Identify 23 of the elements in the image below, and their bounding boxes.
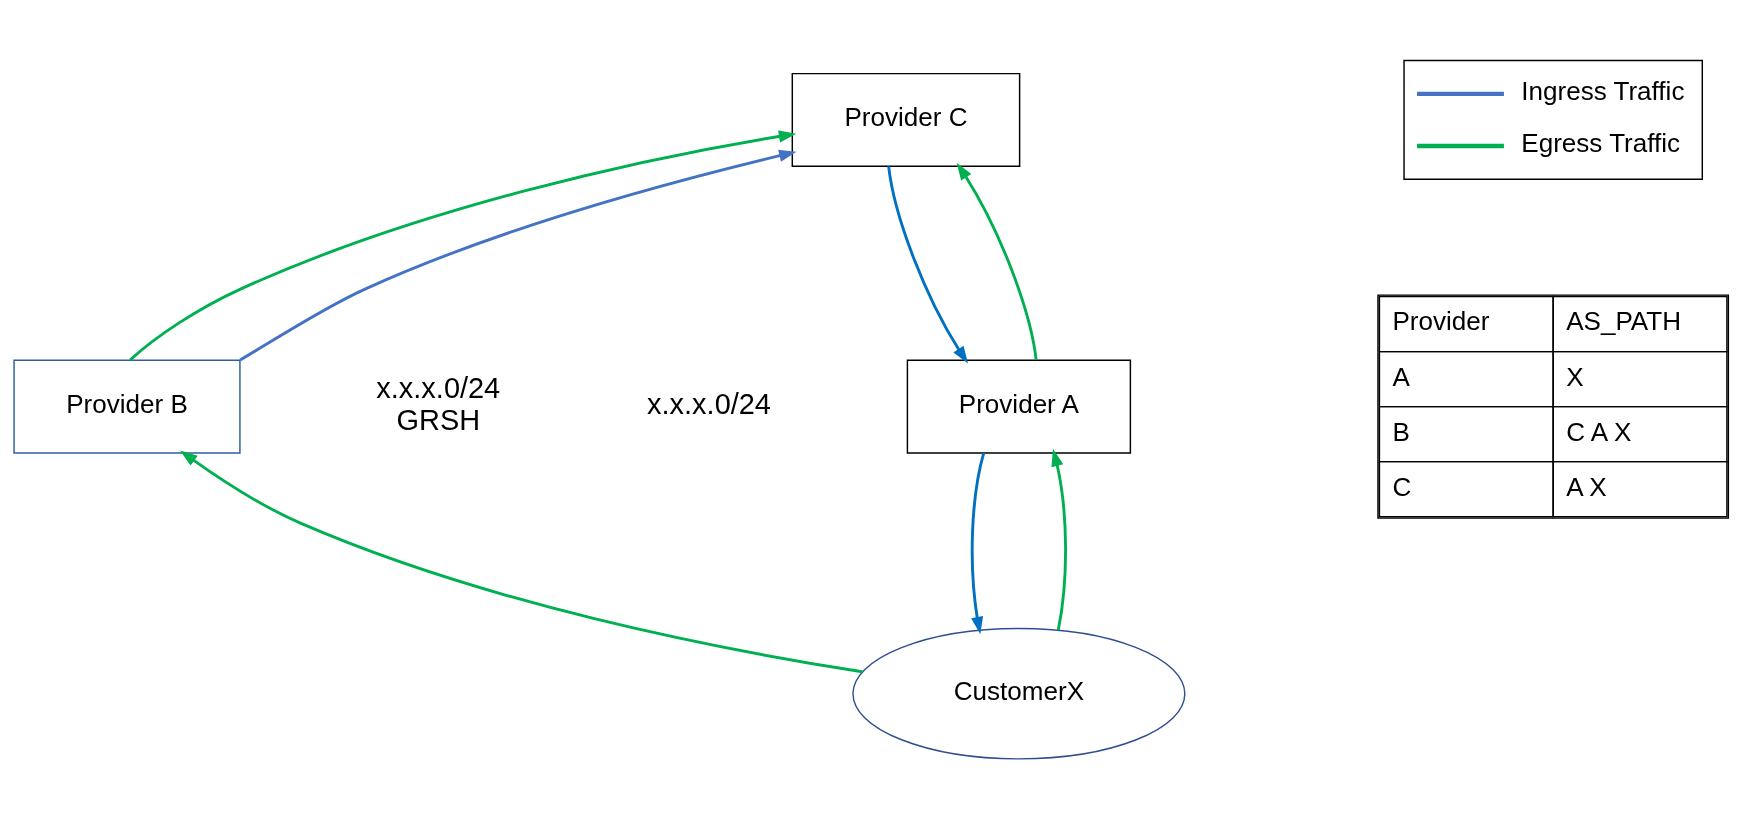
label: AS_PATH <box>1566 305 1682 336</box>
arrow <box>887 165 969 364</box>
arrow <box>1051 448 1067 630</box>
arrow <box>956 162 1038 360</box>
label: B <box>1392 416 1410 447</box>
label: Provider <box>1392 305 1490 336</box>
arrow <box>239 149 797 361</box>
legend-label: Ingress Traffic <box>1521 75 1685 106</box>
arrow <box>129 129 797 361</box>
label: A X <box>1566 471 1607 502</box>
arrow <box>970 452 986 634</box>
label: A <box>1392 360 1410 391</box>
node-ellipse: CustomerX <box>852 627 1186 760</box>
arrow <box>180 449 863 673</box>
label: C A X <box>1566 416 1632 447</box>
label: C <box>1392 471 1412 502</box>
node-box: Provider B <box>13 359 241 454</box>
node-box: Provider C <box>791 72 1021 167</box>
legend-label: Egress Traffic <box>1521 127 1681 158</box>
label: X <box>1566 360 1584 391</box>
node-box: Provider A <box>906 359 1132 454</box>
label: x.x.x.0/24 <box>647 387 771 420</box>
label: x.x.x.0/24 GRSH <box>376 371 501 436</box>
